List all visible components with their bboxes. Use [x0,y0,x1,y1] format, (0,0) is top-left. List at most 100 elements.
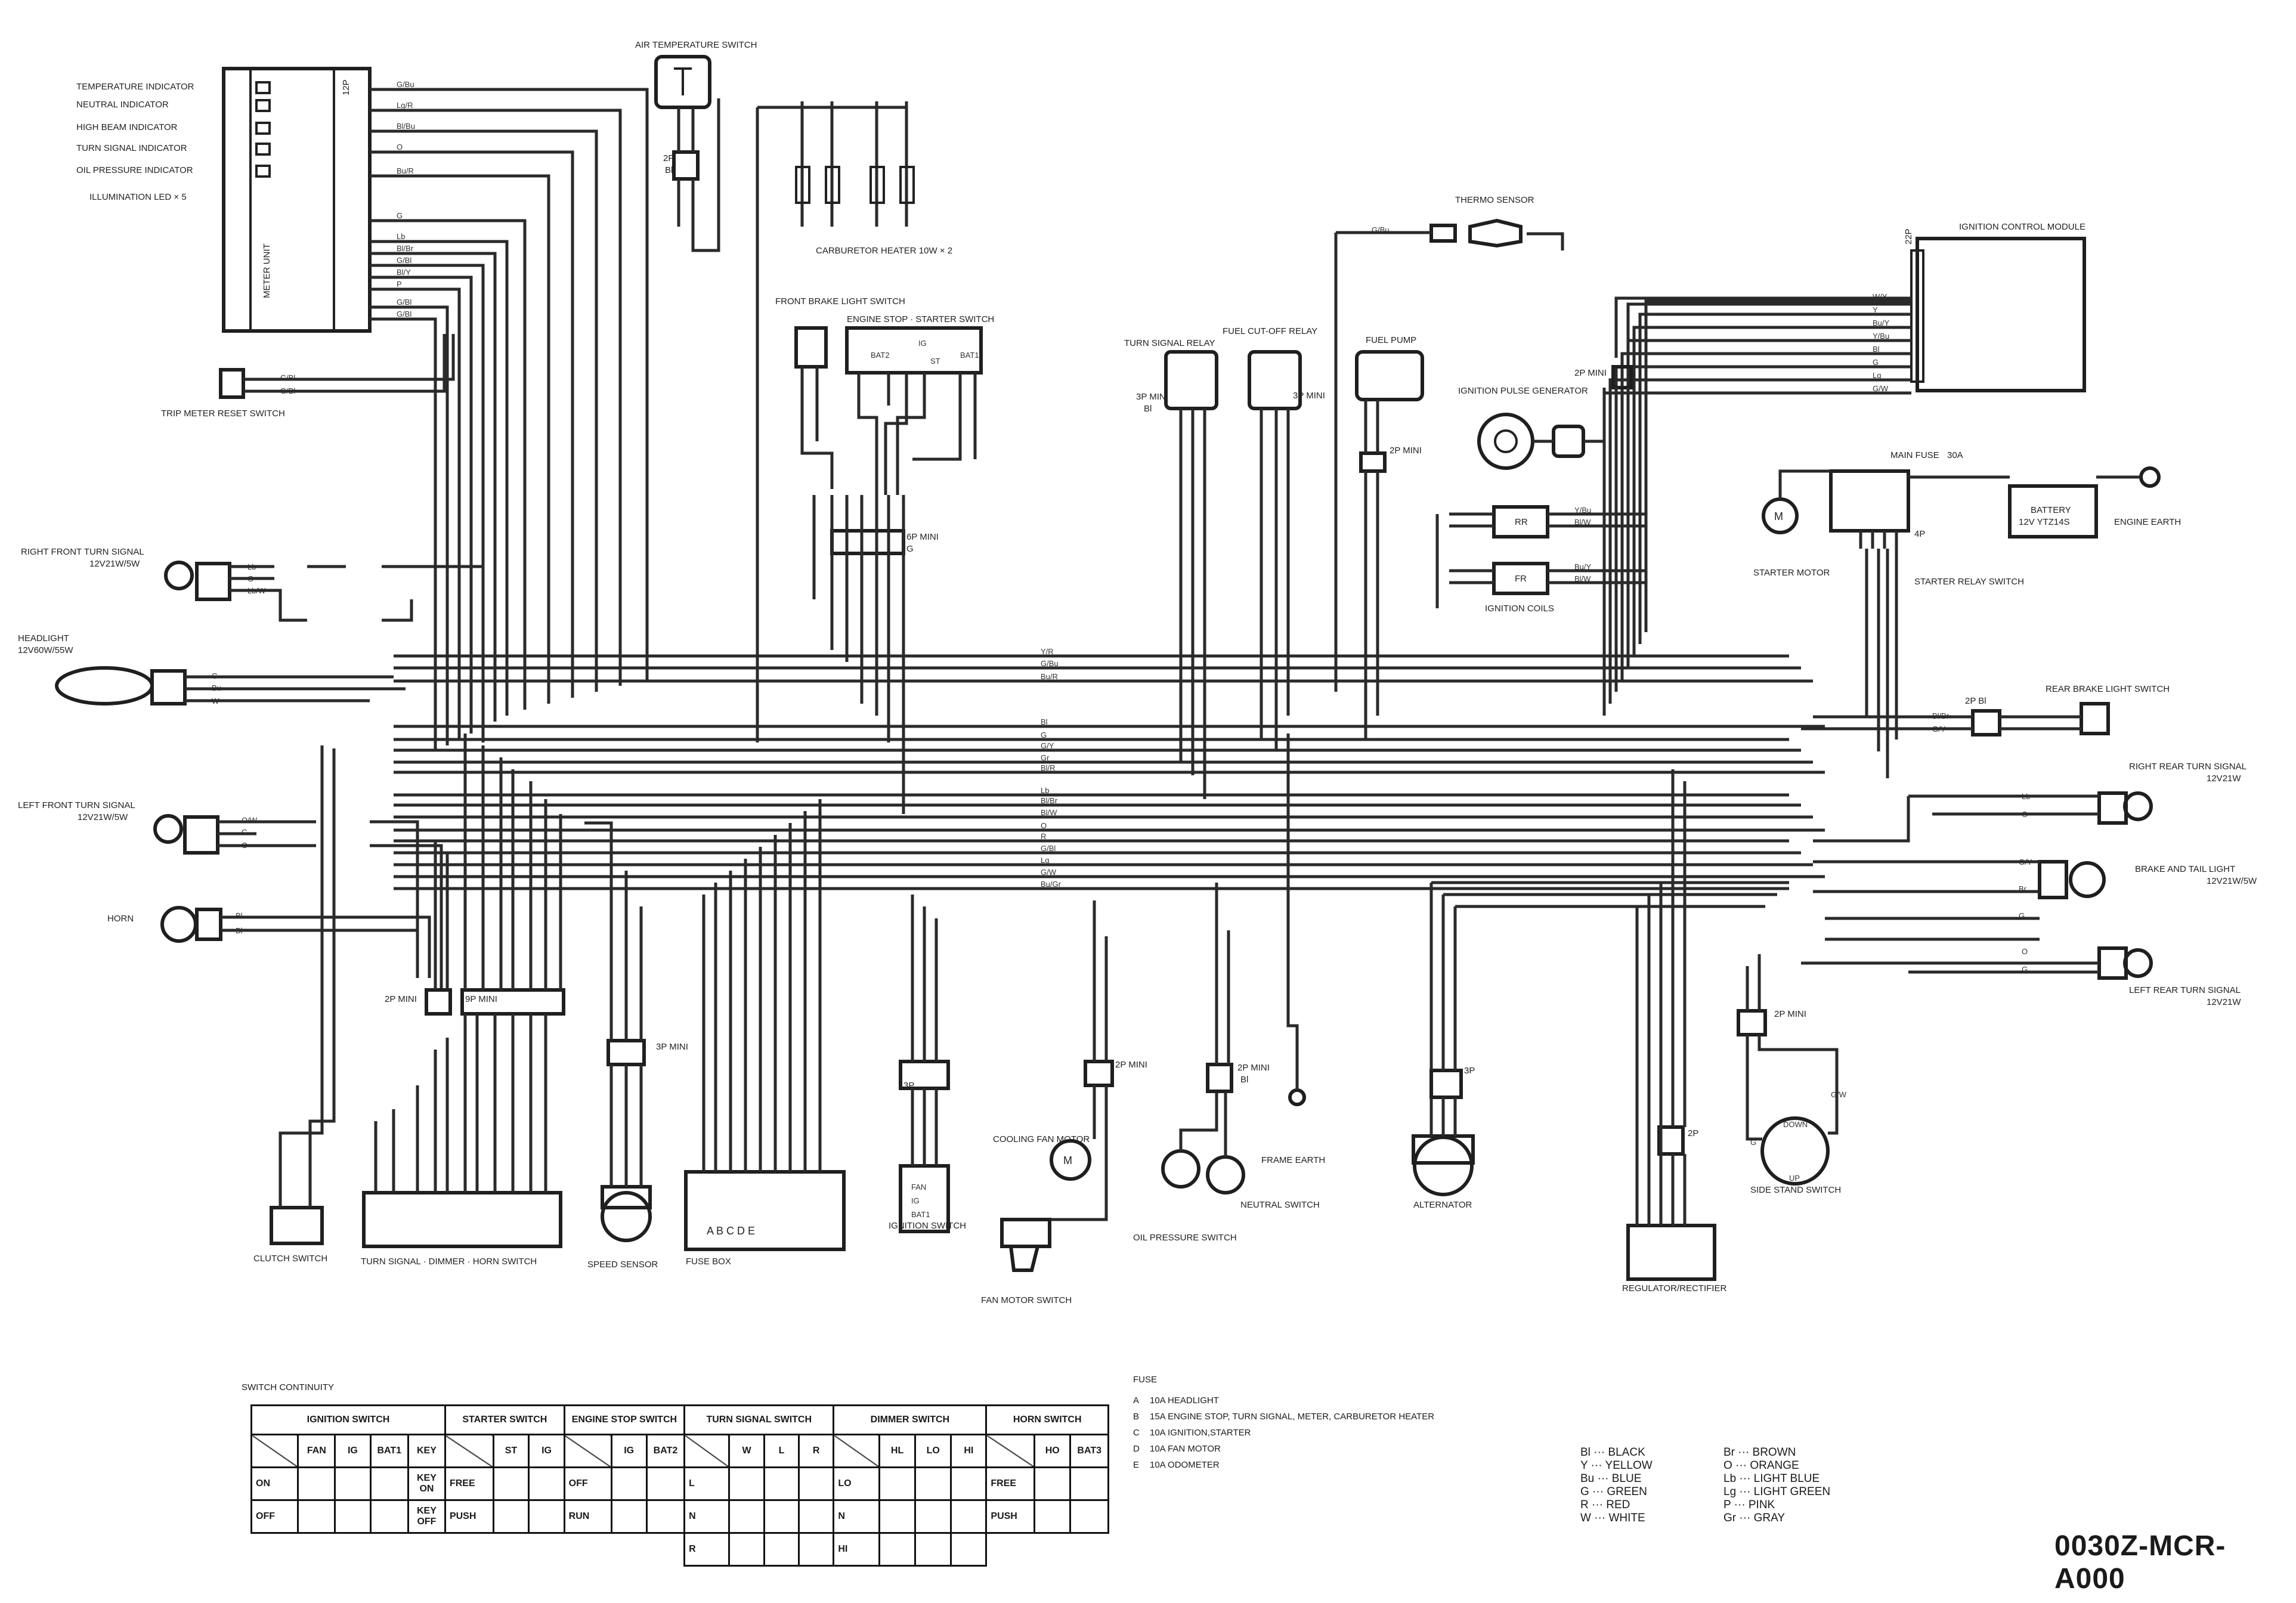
indicator-lamp [255,143,271,156]
engine-stop-starter-switch: ENGINE STOP · STARTER SWITCH IG BAT2 ST … [845,314,994,495]
air-temperature-switch: AIR TEMPERATURE SWITCH 2P Bl [635,40,757,252]
switch-cell [950,1466,988,1501]
switch-col-header: BAT3 [1069,1434,1109,1468]
main-fuse-battery: MAIN FUSE 30A BATTERY 12V YTZ14S ENGINE … [1753,450,2181,778]
indicator-lamp [255,99,271,112]
svg-text:IGNITION COILS: IGNITION COILS [1485,604,1554,614]
svg-text:30A: 30A [1947,450,1963,460]
switch-cell [610,1466,648,1501]
regulator-rectifier: REGULATOR/RECTIFIER 2P [1622,769,1726,1293]
svg-text:4P: 4P [1914,529,1925,539]
meter-wire [370,109,622,686]
svg-text:TURN SIGNAL RELAY: TURN SIGNAL RELAY [1124,338,1215,348]
svg-text:2P MINI: 2P MINI [385,994,417,1004]
svg-text:FR: FR [1515,574,1527,584]
switch-cell [950,1499,988,1534]
part-number: 0030Z-MCR-A000 [2054,1530,2226,1595]
fuse-text: 10A ODOMETER [1150,1460,1220,1470]
switch-cell [334,1499,372,1534]
switch-cell [728,1532,765,1567]
meter-wire [370,305,449,745]
switch-cell [492,1466,530,1501]
bus-wire-label: Bu/Gr [1041,880,1062,889]
switch-cell [914,1466,952,1501]
bus-wire-label: Bl/R [1041,763,1056,772]
svg-text:BAT1: BAT1 [911,1210,930,1219]
table-corner [985,1434,1035,1468]
switch-continuity-title: SWITCH CONTINUITY [242,1382,334,1392]
meter-wire [370,287,461,739]
icm-wire-label: Y [1873,305,1878,314]
svg-text:A B C D E: A B C D E [707,1225,755,1237]
bus-wire-label: R [1041,832,1046,841]
switch-col-header: IG [334,1434,372,1468]
meter-wire-label: G/Bl [397,256,411,265]
meter-wire [370,174,550,704]
fuse-title: FUSE [1133,1375,1158,1385]
cooling-fan-motor: COOLING FAN MOTOR M 2P MINI [993,900,1147,1221]
switch-row-label: FREE [444,1466,494,1501]
svg-text:12P: 12P [341,79,351,95]
meter-unit-label: METER UNIT [262,243,272,298]
svg-text:CARBURETOR HEATER 10W × 2: CARBURETOR HEATER 10W × 2 [816,246,952,256]
switch-col-header: BAT2 [645,1434,686,1468]
switch-col-header: IG [528,1434,565,1468]
table-corner [683,1434,731,1468]
ignition-control-module: IGNITION CONTROL MODULE 22P W/YYBu/YY/Bu… [1602,222,2086,716]
meter-wire-label: Lg/R [397,101,413,110]
svg-text:TURN SIGNAL · DIMMER · HORN SW: TURN SIGNAL · DIMMER · HORN SWITCH [361,1257,537,1267]
switch-cell [798,1532,835,1567]
6p-mini-connector: 6P MINI G [812,495,939,814]
svg-text:THERMO SENSOR: THERMO SENSOR [1455,195,1534,205]
switch-group-title: HORN SWITCH [985,1404,1109,1435]
meter-wire [370,129,598,692]
switch-row-label: N [833,1499,881,1534]
switch-group-title: DIMMER SWITCH [833,1404,988,1435]
svg-text:FUEL CUT-OFF RELAY: FUEL CUT-OFF RELAY [1223,326,1317,336]
icm-wire-label: Y/Bu [1873,332,1889,341]
svg-text:2P MINI: 2P MINI [1574,368,1607,378]
svg-text:12V21W/5W: 12V21W/5W [78,812,128,822]
svg-text:FAN MOTOR SWITCH: FAN MOTOR SWITCH [981,1295,1072,1305]
switch-cell [369,1499,409,1534]
meter-wire-label: Bl/Y [397,268,411,277]
bus-wire-label: Y/R [1041,647,1054,656]
indicator-label: NEUTRAL INDICATOR [76,100,169,110]
svg-text:BATTERY: BATTERY [2031,505,2071,515]
indicator-label: OIL PRESSURE INDICATOR [76,165,193,175]
switch-cell [728,1466,765,1501]
bus-wire-label: Lg [1041,856,1049,865]
svg-text:2P: 2P [1688,1128,1698,1138]
meter-wire-label: Bu/R [397,166,414,175]
switch-group-title: IGNITION SWITCH [250,1404,446,1435]
switch-col-header: BAT1 [369,1434,409,1468]
fuse-key: B [1133,1412,1140,1422]
switch-col-header: W [728,1434,765,1468]
brake-and-tail-light: BRAKE AND TAIL LIGHT 12V21W/5W G/Y Br G [1813,858,2257,941]
switch-cell [798,1466,835,1501]
switch-cell [334,1466,372,1501]
table-corner [444,1434,494,1468]
fuse-text: 10A IGNITION,STARTER [1150,1428,1251,1438]
svg-text:22P: 22P [1904,228,1914,245]
table-corner [833,1434,881,1468]
switch-cell [1033,1466,1072,1501]
front-brake-light-switch: FRONT BRAKE LIGHT SWITCH [775,296,905,489]
svg-text:FUEL PUMP: FUEL PUMP [1366,335,1416,345]
fuse-key: D [1133,1444,1140,1454]
fuel-cutoff-relay: FUEL CUT-OFF RELAY 3P MINI [1223,326,1325,751]
fuse-key: A [1133,1395,1140,1406]
svg-text:SPEED SENSOR: SPEED SENSOR [587,1260,658,1270]
icm-wire-label: G [1873,358,1879,367]
bus-wire-label: G/Y [1041,741,1054,750]
switch-cell [950,1532,988,1567]
legend-entry: Br ··· BROWN [1723,1446,1796,1459]
indicator-lamp [255,122,271,135]
switch-cell [645,1499,686,1534]
switch-row-label: N [683,1499,731,1534]
svg-text:FRONT BRAKE LIGHT SWITCH: FRONT BRAKE LIGHT SWITCH [775,296,905,307]
switch-cell: KEY ON [407,1466,446,1501]
svg-text:REAR BRAKE LIGHT SWITCH: REAR BRAKE LIGHT SWITCH [2046,684,2170,694]
switch-cell: KEY OFF [407,1499,446,1534]
